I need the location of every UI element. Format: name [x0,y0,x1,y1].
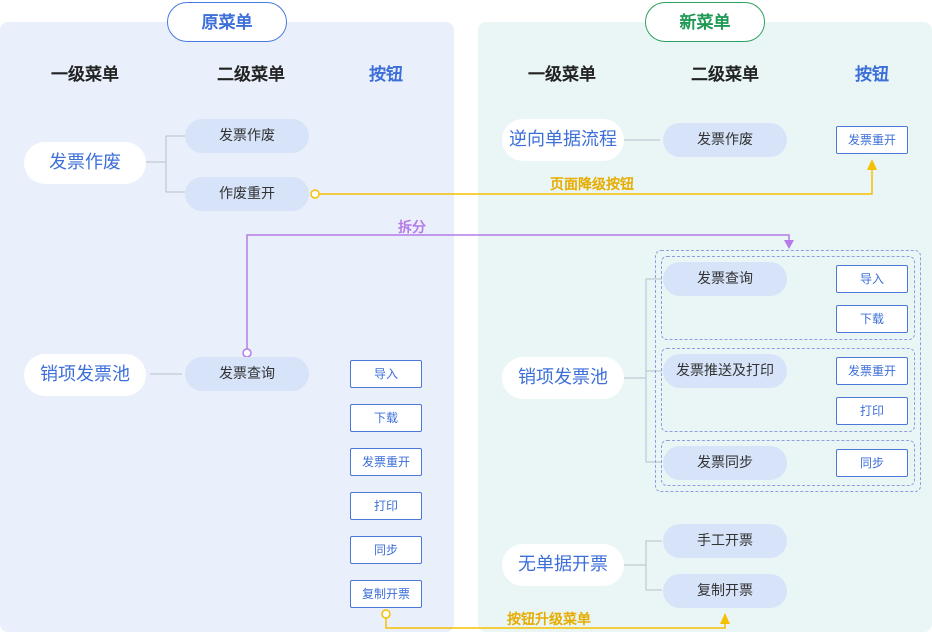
old-btn-copy-invoicing: 复制开票 [350,580,422,608]
old-btn-print: 打印 [350,492,422,520]
old-btn-sync: 同步 [350,536,422,564]
new-header-level1: 一级菜单 [528,65,596,85]
split-group-outer [655,250,921,492]
new-l1-reverse-flow: 逆向单据流程 [502,119,624,161]
old-l2-invoice-void: 发票作废 [185,119,309,153]
old-l1-sales-pool: 销项发票池 [24,354,146,396]
new-header-buttons: 按钮 [855,65,889,85]
downgrade-connector [310,159,877,199]
new-btn-print: 打印 [836,397,908,425]
upgrade-connector [381,609,730,629]
split-label: 拆分 [398,220,426,236]
new-header-level2: 二级菜单 [691,65,759,85]
new-l2-invoice-void: 发票作废 [663,123,787,157]
old-header-level1: 一级菜单 [51,65,119,85]
new-l1-no-doc-invoicing: 无单据开票 [502,544,624,586]
old-btn-download: 下载 [350,404,422,432]
new-l2-invoice-query: 发票查询 [663,262,787,296]
downgrade-label: 页面降级按钮 [550,177,634,193]
upgrade-label: 按钮升级菜单 [507,612,591,628]
new-l2-invoice-sync: 发票同步 [663,446,787,480]
split-group-push-print [661,348,915,432]
old-l1-invoice-void: 发票作废 [24,142,146,184]
old-header-level2: 二级菜单 [217,65,285,85]
new-btn-reissue-top: 发票重开 [836,126,908,154]
split-connector [242,234,794,358]
new-l2-manual-invoicing: 手工开票 [663,524,787,558]
new-l2-push-print: 发票推送及打印 [663,354,787,388]
left-tree-lines [146,135,185,375]
old-menu-title: 原菜单 [167,2,287,42]
old-header-buttons: 按钮 [369,65,403,85]
new-btn-sync: 同步 [836,449,908,477]
split-group-query [661,256,915,340]
old-btn-import: 导入 [350,360,422,388]
new-btn-download: 下载 [836,305,908,333]
new-l2-copy-invoicing: 复制开票 [663,574,787,608]
old-l2-void-reissue: 作废重开 [185,177,309,211]
old-l2-invoice-query: 发票查询 [185,357,309,391]
old-btn-reissue: 发票重开 [350,448,422,476]
new-btn-import: 导入 [836,265,908,293]
split-group-sync [661,440,915,486]
new-btn-reissue: 发票重开 [836,357,908,385]
new-l1-sales-pool: 销项发票池 [502,357,624,399]
right-tree-lines [624,139,662,591]
new-menu-title: 新菜单 [645,2,765,42]
